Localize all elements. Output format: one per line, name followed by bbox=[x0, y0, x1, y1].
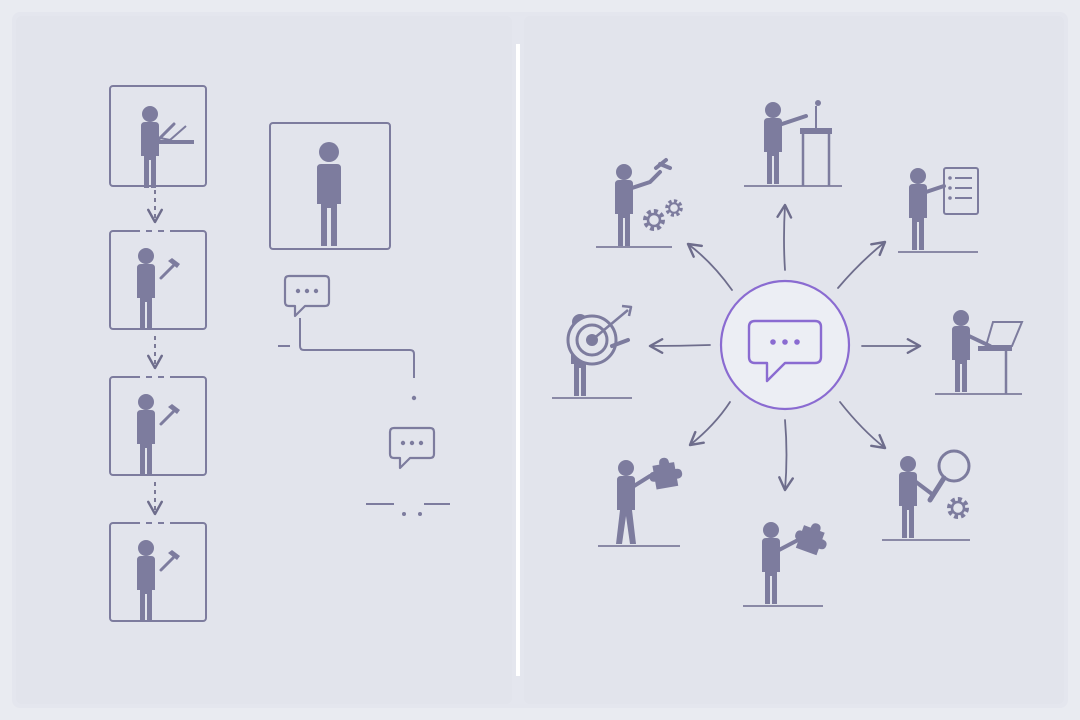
spoke-arrow bbox=[648, 338, 711, 354]
spoke-arrow bbox=[686, 242, 733, 291]
spoke-arrow bbox=[776, 203, 793, 271]
spoke-arrows bbox=[648, 203, 922, 492]
message-flow bbox=[278, 274, 450, 516]
puzzle-piece-icon bbox=[598, 455, 685, 547]
presenter-icon bbox=[744, 100, 842, 187]
spoke-arrow bbox=[839, 401, 887, 450]
target-icon bbox=[552, 304, 633, 399]
magnifier-icon bbox=[882, 449, 971, 541]
left-panel bbox=[16, 16, 512, 704]
checklist-icon bbox=[898, 167, 979, 253]
spoke-arrow bbox=[688, 401, 731, 447]
sequence-box bbox=[109, 85, 207, 187]
spoke-figures bbox=[552, 100, 1024, 607]
speech-bubble-icon bbox=[747, 319, 823, 383]
writer-icon bbox=[141, 106, 194, 188]
solo-worker bbox=[269, 122, 391, 250]
wrench-gear-icon bbox=[596, 158, 683, 248]
hub-circle bbox=[719, 279, 851, 411]
laptop-worker-icon bbox=[935, 310, 1024, 395]
person-icon bbox=[317, 142, 341, 246]
sequence-chain bbox=[109, 85, 207, 622]
spoke-arrow bbox=[837, 240, 887, 289]
puzzle-piece-icon bbox=[743, 517, 833, 607]
solo-box bbox=[269, 122, 391, 250]
spoke-arrow bbox=[778, 419, 794, 492]
hub bbox=[719, 279, 851, 411]
